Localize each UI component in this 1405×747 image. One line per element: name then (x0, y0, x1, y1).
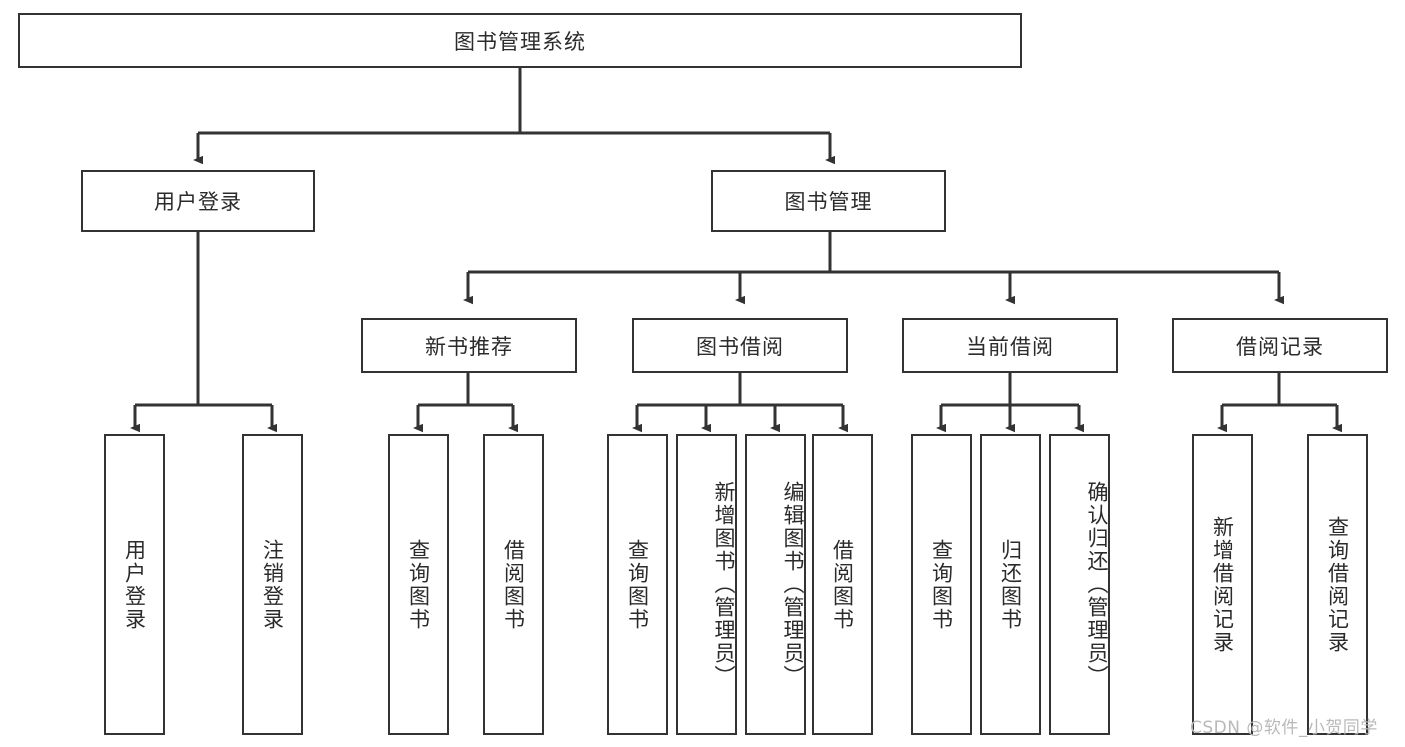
node-label: 图书管理 (784, 190, 873, 214)
node-label: 图书管理系统 (454, 29, 586, 54)
leaf-current-query-book[interactable]: 查询图书 (911, 434, 972, 735)
node-root-book-management-system[interactable]: 图书管理系统 (18, 13, 1022, 68)
node-book-management[interactable]: 图书管理 (711, 170, 946, 232)
leaf-recommend-query-book[interactable]: 查询图书 (388, 434, 449, 735)
leaf-borrow-add-book-admin[interactable]: 新增图书（管理员） (676, 434, 737, 735)
node-current-borrow[interactable]: 当前借阅 (902, 318, 1118, 373)
node-label: 新书推荐 (425, 334, 513, 359)
leaf-record-query-record[interactable]: 查询借阅记录 (1307, 434, 1368, 735)
node-label: 当前借阅 (966, 334, 1054, 359)
node-label: 编辑图书（管理员） (781, 481, 805, 688)
node-label: 查询图书 (625, 538, 650, 631)
node-label: 注销登录 (260, 538, 285, 631)
leaf-borrow-query-book[interactable]: 查询图书 (607, 434, 668, 735)
node-user-login[interactable]: 用户登录 (81, 170, 315, 232)
node-label: 新增借阅记录 (1210, 515, 1235, 654)
leaf-user-login-logout[interactable]: 注销登录 (242, 434, 303, 735)
leaf-recommend-borrow-book[interactable]: 借阅图书 (483, 434, 544, 735)
leaf-record-add-record[interactable]: 新增借阅记录 (1192, 434, 1253, 735)
leaf-current-confirm-return-admin[interactable]: 确认归还（管理员） (1049, 434, 1110, 735)
node-new-book-recommend[interactable]: 新书推荐 (361, 318, 577, 373)
node-label: 用户登录 (154, 190, 242, 214)
node-label: 确认归还（管理员） (1085, 481, 1109, 688)
watermark: CSDN @软件_小贺同学 (1190, 718, 1378, 738)
node-label: 新增图书（管理员） (712, 481, 736, 688)
node-label: 借阅记录 (1236, 334, 1324, 359)
node-label: 用户登录 (122, 538, 147, 631)
leaf-borrow-edit-book-admin[interactable]: 编辑图书（管理员） (745, 434, 806, 735)
node-borrow-record[interactable]: 借阅记录 (1172, 318, 1388, 373)
leaf-borrow-borrow-book[interactable]: 借阅图书 (812, 434, 873, 735)
node-label: 借阅图书 (501, 538, 526, 631)
node-label: 借阅图书 (830, 538, 855, 631)
leaf-user-login-login[interactable]: 用户登录 (104, 434, 165, 735)
leaf-current-return-book[interactable]: 归还图书 (980, 434, 1041, 735)
node-label: 查询借阅记录 (1325, 515, 1350, 654)
node-label: 查询图书 (406, 538, 431, 631)
node-book-borrow[interactable]: 图书借阅 (632, 318, 848, 373)
node-label: 图书借阅 (696, 334, 784, 359)
node-label: 查询图书 (929, 538, 954, 631)
node-label: 归还图书 (998, 538, 1023, 631)
